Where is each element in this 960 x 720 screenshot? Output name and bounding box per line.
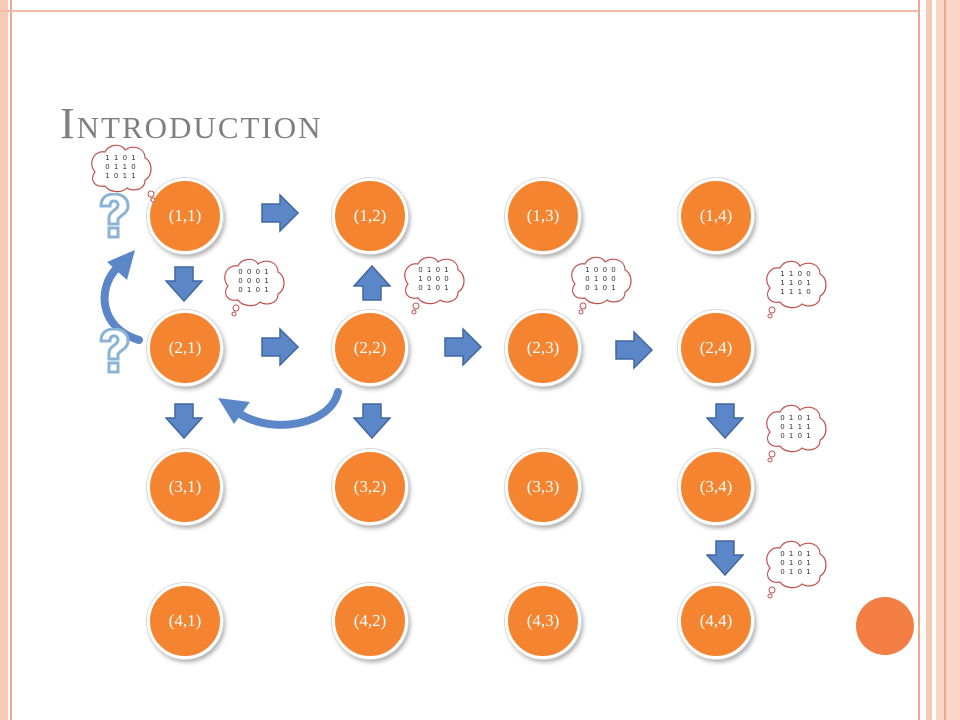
frame-left-bar — [0, 0, 8, 720]
slide-title: Introduction — [60, 99, 323, 148]
frame-left-line — [10, 0, 12, 720]
grid-node[interactable]: (2,4) — [678, 310, 754, 386]
frame-right-band — [936, 0, 960, 720]
cloud-matrix-text: 0 1 0 1 0 1 1 1 0 1 0 1 — [780, 414, 812, 440]
thought-cloud-icon: 0 1 0 1 0 1 1 1 0 1 0 1 — [760, 402, 830, 464]
grid-node[interactable]: (3,1) — [147, 449, 223, 525]
decorative-circle — [856, 597, 914, 655]
thought-cloud-icon: 1 0 0 0 0 1 0 0 0 1 0 1 — [565, 254, 635, 316]
grid-node[interactable]: (3,2) — [332, 449, 408, 525]
frame-top-line — [0, 10, 920, 12]
grid-node[interactable]: (4,3) — [505, 583, 581, 659]
right-arrow-icon — [615, 330, 654, 370]
grid-node[interactable]: (3,4) — [678, 449, 754, 525]
grid-node[interactable]: (1,1) — [147, 178, 223, 254]
thought-cloud-icon: 1 1 0 1 0 1 1 0 1 0 1 1 — [85, 142, 155, 204]
question-mark-icon — [99, 328, 130, 374]
grid-node[interactable]: (2,1) — [147, 310, 223, 386]
frame-right-line — [918, 0, 920, 720]
frame-right-inner-line — [944, 0, 946, 720]
down-arrow-icon — [165, 403, 203, 439]
thought-cloud-icon: 1 1 0 0 1 1 0 1 1 1 1 0 — [760, 258, 830, 320]
cloud-matrix-text: 0 1 0 1 1 0 0 0 0 1 0 1 — [418, 266, 450, 292]
grid-node[interactable]: (1,3) — [505, 178, 581, 254]
curved-left-arrow-icon — [218, 388, 342, 429]
grid-node[interactable]: (2,3) — [505, 310, 581, 386]
cloud-matrix-text: 0 0 0 1 0 0 0 1 0 1 0 1 — [238, 268, 270, 294]
grid-node[interactable]: (2,2) — [332, 310, 408, 386]
grid-node[interactable]: (1,2) — [332, 178, 408, 254]
down-arrow-icon — [706, 540, 744, 576]
grid-node[interactable]: (3,3) — [505, 449, 581, 525]
cloud-matrix-text: 0 1 0 1 0 1 0 1 0 1 0 1 — [780, 550, 812, 576]
right-arrow-icon — [444, 327, 483, 367]
grid-node[interactable]: (1,4) — [678, 178, 754, 254]
right-arrow-icon — [261, 327, 300, 367]
grid-node[interactable]: (4,1) — [147, 583, 223, 659]
down-arrow-icon — [706, 403, 744, 439]
thought-cloud-icon: 0 1 0 1 1 0 0 0 0 1 0 1 — [398, 254, 468, 316]
up-arrow-icon — [353, 265, 391, 301]
frame-right-bar — [926, 0, 932, 720]
cloud-matrix-text: 1 0 0 0 0 1 0 0 0 1 0 1 — [585, 266, 617, 292]
down-arrow-icon — [165, 266, 203, 302]
thought-cloud-icon: 0 0 0 1 0 0 0 1 0 1 0 1 — [218, 256, 288, 318]
thought-cloud-icon: 0 1 0 1 0 1 0 1 0 1 0 1 — [760, 538, 830, 600]
question-mark-icon — [99, 193, 130, 239]
down-arrow-icon — [353, 403, 391, 439]
grid-node[interactable]: (4,2) — [332, 583, 408, 659]
right-arrow-icon — [261, 193, 300, 233]
cloud-matrix-text: 1 1 0 0 1 1 0 1 1 1 1 0 — [780, 270, 812, 296]
grid-node[interactable]: (4,4) — [678, 583, 754, 659]
cloud-matrix-text: 1 1 0 1 0 1 1 0 1 0 1 1 — [105, 154, 137, 180]
